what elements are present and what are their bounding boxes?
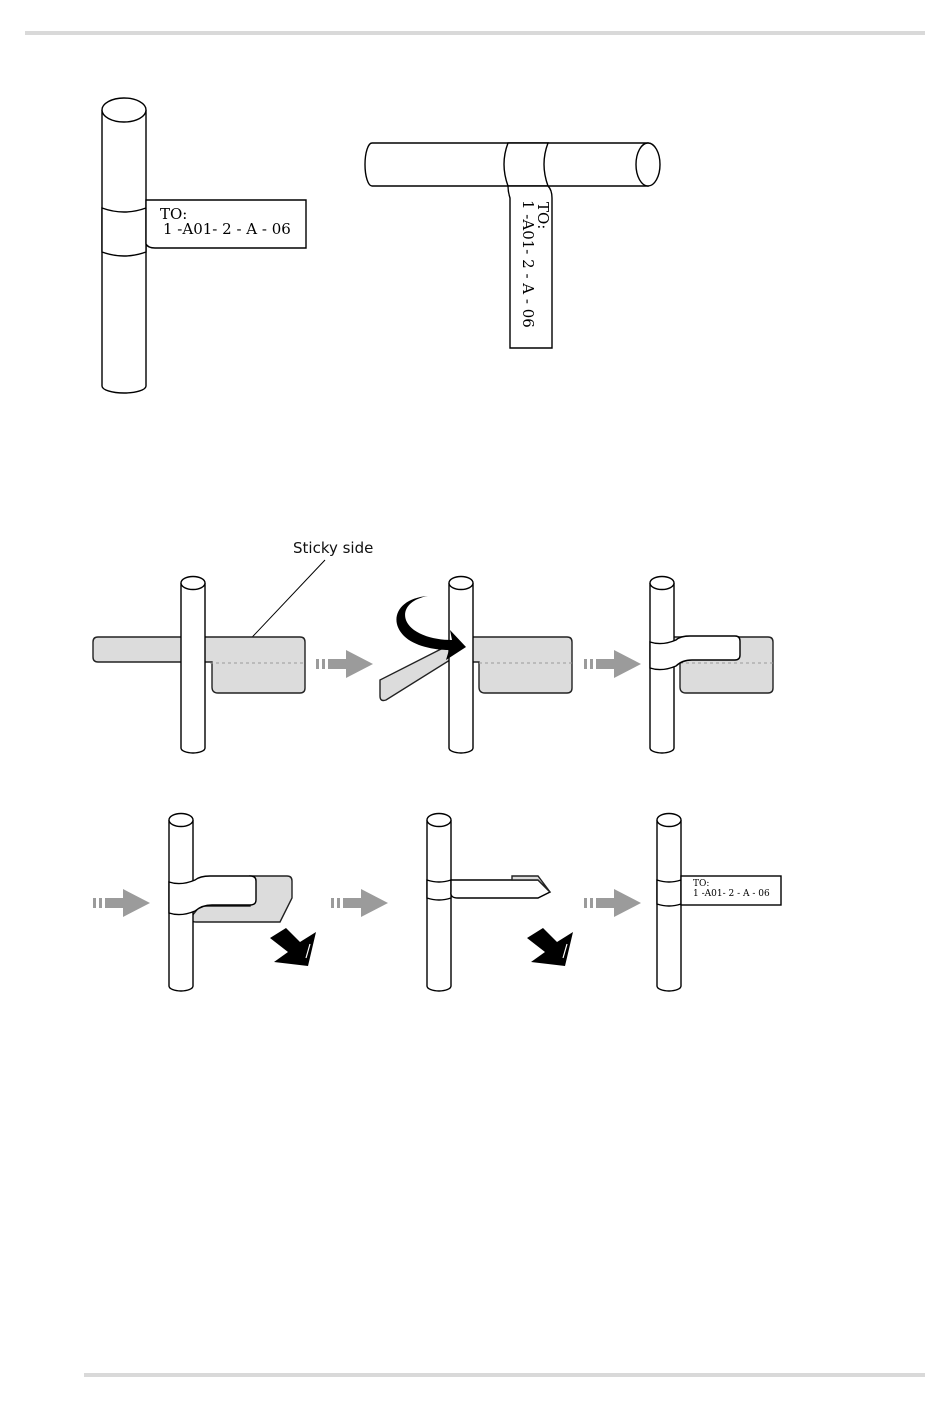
pipe-end-cap bbox=[449, 577, 473, 590]
next-step-arrow bbox=[331, 889, 388, 917]
step-3 bbox=[650, 577, 773, 754]
pipe bbox=[181, 583, 205, 753]
step-5 bbox=[427, 814, 573, 992]
step-2 bbox=[380, 577, 572, 754]
label-wrap-band bbox=[427, 880, 451, 900]
label-line-to: TO: bbox=[693, 879, 709, 889]
pipe-end-cap bbox=[650, 577, 674, 590]
folded-flag bbox=[451, 880, 550, 898]
pipe bbox=[427, 820, 451, 991]
step-6: TO: 1 -A01- 2 - A - 06 bbox=[657, 814, 781, 992]
vertical-pipe-example: TO: 1 -A01- 2 - A - 06 bbox=[102, 98, 306, 393]
pipe-end-cap bbox=[102, 98, 146, 122]
label-sheet bbox=[470, 637, 572, 693]
next-step-arrow bbox=[93, 889, 150, 917]
label-line-code: 1 -A01- 2 - A - 06 bbox=[519, 200, 537, 328]
horizontal-pipe-example: TO: 1 -A01- 2 - A - 06 bbox=[365, 143, 660, 348]
next-step-arrow bbox=[584, 889, 641, 917]
label-line-code: 1 -A01- 2 - A - 06 bbox=[693, 889, 770, 899]
pipe-end-cap bbox=[657, 814, 681, 827]
label-wrap-band bbox=[504, 143, 548, 186]
peeled-flap bbox=[380, 645, 458, 701]
label-wrap-band bbox=[102, 208, 146, 256]
next-step-arrow bbox=[316, 650, 373, 678]
pipe-end-cap bbox=[181, 577, 205, 590]
pipe-end-cap bbox=[169, 814, 193, 827]
label-line-code: 1 -A01- 2 - A - 06 bbox=[163, 220, 291, 238]
next-step-arrow bbox=[584, 650, 641, 678]
pipe bbox=[449, 583, 473, 753]
sticky-side-callout: Sticky side bbox=[293, 539, 373, 557]
step-1: Sticky side bbox=[93, 539, 373, 753]
pipe-end-cap bbox=[636, 143, 660, 186]
step-4 bbox=[169, 814, 316, 992]
label-wrap-band bbox=[657, 880, 681, 906]
pipe-end-cap bbox=[427, 814, 451, 827]
